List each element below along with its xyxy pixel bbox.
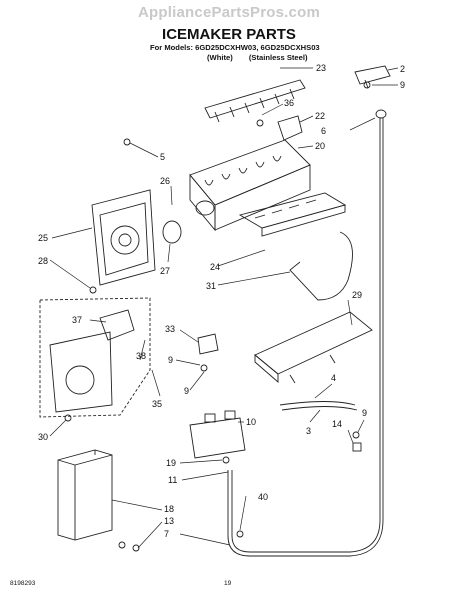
part-20-mold [189,139,311,232]
part-25-housing [91,189,156,286]
part-14-clip [352,442,362,452]
part-33-switch [197,333,219,355]
page-title: ICEMAKER PARTS [162,26,296,43]
callout-9b: 9 [168,355,173,365]
doc-number: 8198293 [10,580,36,587]
callout-31: 31 [206,281,216,291]
part-24-shelf [238,192,347,237]
part-35-assembly-box [39,297,151,418]
callout-lines [49,67,399,549]
part-22-cover [277,115,303,141]
screws [64,81,371,552]
part-3-tube [279,401,358,411]
callout-29: 29 [352,290,362,300]
callout-23: 23 [316,63,326,73]
callout-10: 10 [246,417,256,427]
callout-38: 38 [136,351,146,361]
callout-18: 18 [164,504,174,514]
callout-36: 36 [284,98,294,108]
callout-24: 24 [210,262,220,272]
callout-28: 28 [38,256,48,266]
part-18-cover [57,449,113,541]
part-27-coupler [162,220,182,244]
callout-13: 13 [164,516,174,526]
callout-14: 14 [332,419,342,429]
callout-33: 33 [165,324,175,334]
part-6-fitting [375,109,387,119]
callout-5: 5 [160,152,165,162]
callout-11: 11 [168,475,177,485]
part-29-plate [254,311,373,384]
callout-2: 2 [400,64,405,74]
callout-22: 22 [315,111,325,121]
watermark: AppliancePartsPros.com [138,4,320,21]
callout-7: 7 [164,529,169,539]
page-number: 19 [224,580,232,587]
callout-19: 19 [166,458,176,468]
fill-tube [227,118,384,557]
part-2-bracket [354,65,391,89]
models-line: For Models: 6GD25DCXHW03, 6GD25DCXHS03 [150,43,320,52]
callout-labels: 2 9 23 36 22 6 20 5 26 25 28 24 27 31 29… [38,63,405,539]
callout-9c: 9 [184,386,189,396]
callout-9: 9 [400,80,405,90]
callout-6: 6 [321,126,326,136]
model-variants: (White) (Stainless Steel) [207,53,322,62]
part-10-valve [189,410,246,459]
variant-stainless: (Stainless Steel) [248,53,308,62]
callout-30: 30 [38,432,48,442]
callout-37: 37 [72,315,82,325]
variant-white: (White) [207,53,233,62]
callout-4: 4 [331,373,336,383]
callout-9d: 9 [362,408,367,418]
callout-35: 35 [152,399,162,409]
callout-25: 25 [38,233,48,243]
part-31-wire-arm [289,231,353,301]
callout-40: 40 [258,492,268,502]
callout-3: 3 [306,426,311,436]
part-23-ejector [204,79,306,123]
callout-26: 26 [160,176,170,186]
callout-27: 27 [160,266,170,276]
callout-20: 20 [315,141,325,151]
